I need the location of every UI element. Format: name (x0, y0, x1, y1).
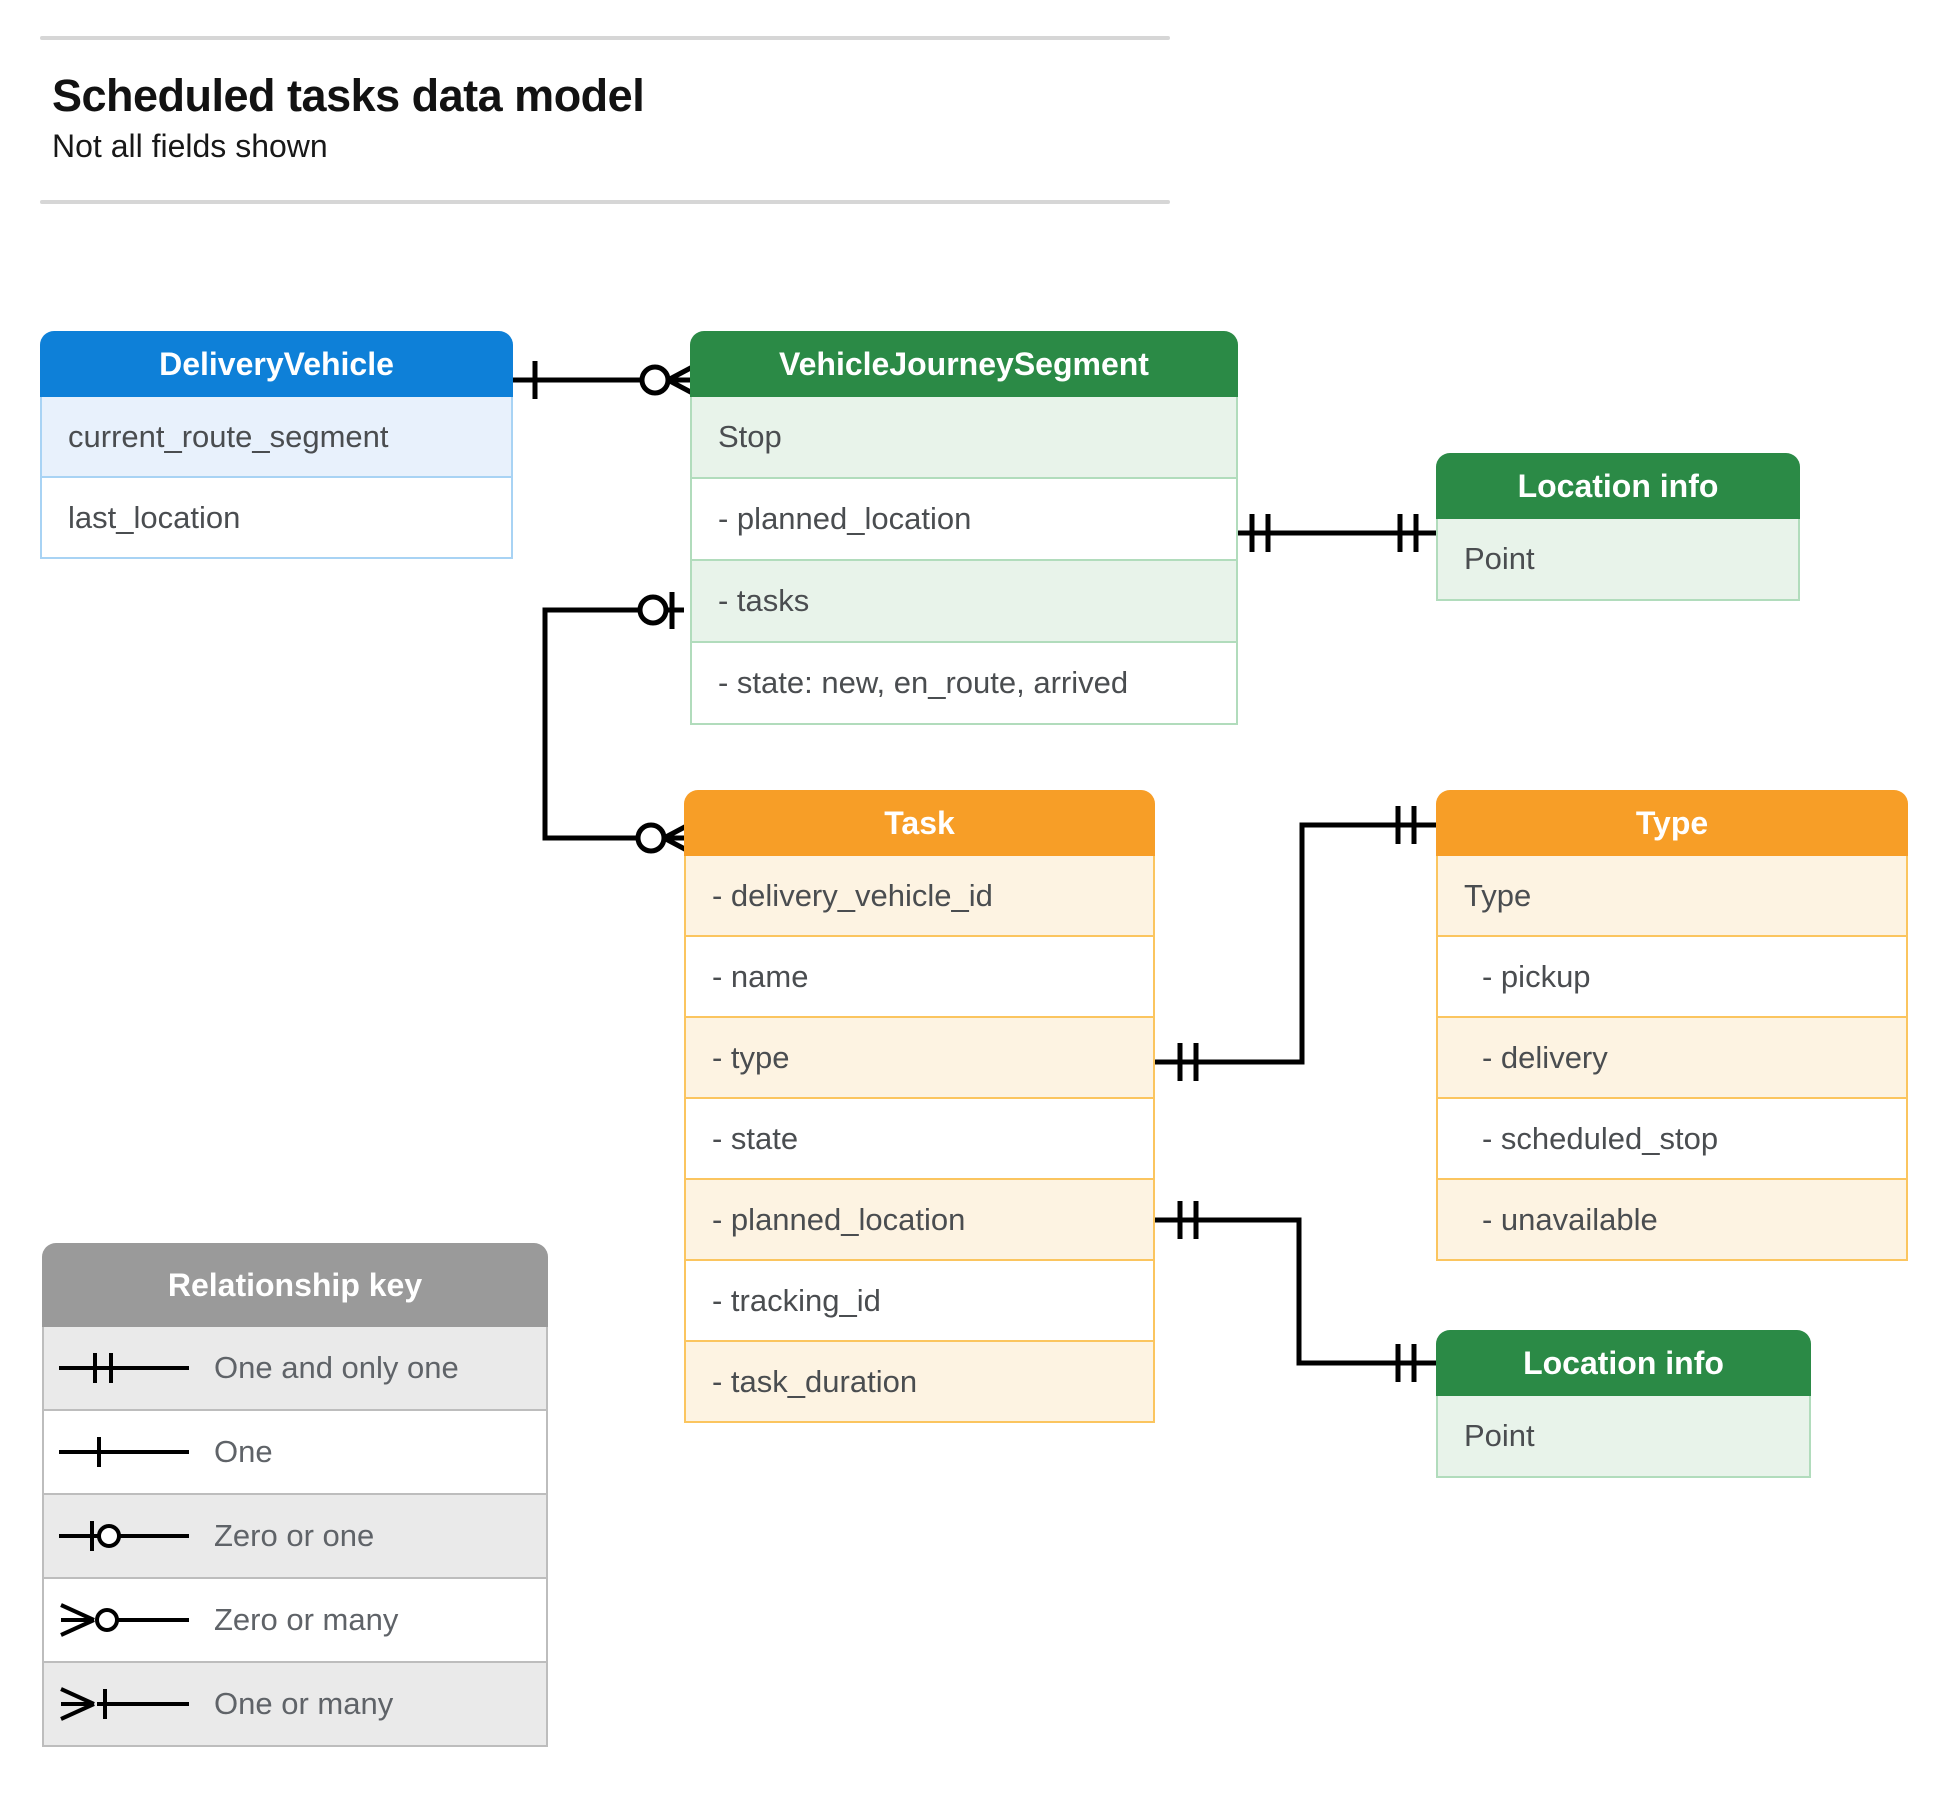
entity-type-row-4[interactable]: - unavailable (1436, 1180, 1908, 1261)
connector-vjs-plannedlocation-locationinfo (1228, 514, 1436, 552)
entity-location-info-top-row-0[interactable]: Point (1436, 519, 1800, 601)
one-and-only-one-icon (44, 1327, 204, 1409)
connector-task-type-type (1155, 806, 1436, 1081)
zero-or-many-icon (44, 1579, 204, 1661)
entity-vehicle-journey-segment[interactable]: VehicleJourneySegment Stop - planned_loc… (690, 331, 1238, 725)
legend-item-zero-or-one[interactable]: Zero or one (42, 1495, 548, 1579)
entity-location-info-top-title: Location info (1436, 453, 1800, 519)
page-title: Scheduled tasks data model (52, 70, 645, 121)
entity-type-row-1[interactable]: - pickup (1436, 937, 1908, 1018)
header-divider-top (40, 36, 1170, 40)
entity-vehicle-journey-segment-row-1[interactable]: - planned_location (690, 479, 1238, 561)
entity-location-info-bottom-title: Location info (1436, 1330, 1811, 1396)
zero-or-one-icon (44, 1495, 204, 1577)
entity-vehicle-journey-segment-title: VehicleJourneySegment (690, 331, 1238, 397)
entity-type-title: Type (1436, 790, 1908, 856)
entity-task-row-5[interactable]: - tracking_id (684, 1261, 1155, 1342)
legend-item-label: Zero or many (214, 1602, 399, 1637)
legend-item-zero-or-many[interactable]: Zero or many (42, 1579, 548, 1663)
entity-location-info-top[interactable]: Location info Point (1436, 453, 1800, 601)
entity-task-row-6[interactable]: - task_duration (684, 1342, 1155, 1423)
entity-task[interactable]: Task - delivery_vehicle_id - name - type… (684, 790, 1155, 1423)
one-icon (44, 1411, 204, 1493)
connector-task-plannedlocation-locationinfo (1155, 1201, 1436, 1382)
entity-task-row-2[interactable]: - type (684, 1018, 1155, 1099)
one-or-many-icon (44, 1663, 204, 1745)
entity-vehicle-journey-segment-row-3[interactable]: - state: new, en_route, arrived (690, 643, 1238, 725)
entity-type-row-0[interactable]: Type (1436, 856, 1908, 937)
connector-vjs-tasks-task (542, 592, 698, 858)
entity-task-title: Task (684, 790, 1155, 856)
legend-relationship-key[interactable]: Relationship key One and only one (42, 1243, 548, 1747)
legend-item-one-or-many[interactable]: One or many (42, 1663, 548, 1747)
legend-item-one-and-only-one[interactable]: One and only one (42, 1327, 548, 1411)
entity-location-info-bottom[interactable]: Location info Point (1436, 1330, 1811, 1478)
entity-vehicle-journey-segment-row-0[interactable]: Stop (690, 397, 1238, 479)
entity-delivery-vehicle-title: DeliveryVehicle (40, 331, 513, 397)
entity-task-row-4[interactable]: - planned_location (684, 1180, 1155, 1261)
legend-title: Relationship key (42, 1243, 548, 1327)
entity-task-row-3[interactable]: - state (684, 1099, 1155, 1180)
legend-item-one[interactable]: One (42, 1411, 548, 1495)
entity-task-row-1[interactable]: - name (684, 937, 1155, 1018)
entity-delivery-vehicle[interactable]: DeliveryVehicle current_route_segment la… (40, 331, 513, 559)
entity-type-row-3[interactable]: - scheduled_stop (1436, 1099, 1908, 1180)
connector-deliveryvehicle-vehiclejourneysegment (513, 360, 702, 400)
entity-type[interactable]: Type Type - pickup - delivery - schedule… (1436, 790, 1908, 1261)
entity-delivery-vehicle-row-1[interactable]: last_location (40, 478, 513, 559)
legend-item-label: Zero or one (214, 1518, 375, 1553)
legend-item-label: One (214, 1434, 273, 1469)
entity-location-info-bottom-row-0[interactable]: Point (1436, 1396, 1811, 1478)
header-divider-bottom (40, 200, 1170, 204)
legend-item-label: One or many (214, 1686, 394, 1721)
entity-vehicle-journey-segment-row-2[interactable]: - tasks (690, 561, 1238, 643)
legend-item-label: One and only one (214, 1350, 459, 1385)
entity-task-row-0[interactable]: - delivery_vehicle_id (684, 856, 1155, 937)
entity-type-row-2[interactable]: - delivery (1436, 1018, 1908, 1099)
entity-delivery-vehicle-row-0[interactable]: current_route_segment (40, 397, 513, 478)
page-subtitle: Not all fields shown (52, 128, 328, 164)
